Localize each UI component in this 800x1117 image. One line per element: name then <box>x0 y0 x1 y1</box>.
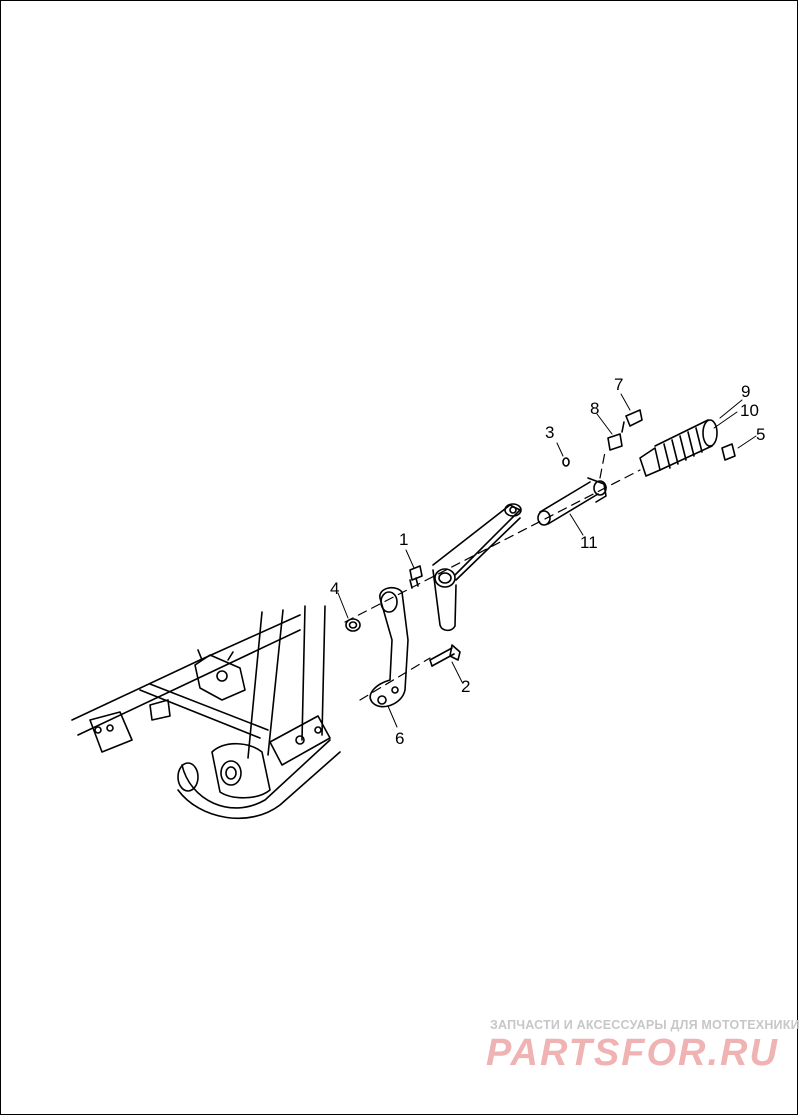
callout-9: 9 <box>741 382 750 401</box>
part-1-screw <box>409 565 423 589</box>
callout-5: 5 <box>756 425 765 444</box>
shift-lever <box>432 503 522 632</box>
part-4-washer <box>345 618 361 632</box>
callout-2: 2 <box>461 677 470 696</box>
callout-11: 11 <box>580 533 598 552</box>
part-2-bolt <box>429 644 461 667</box>
callout-1: 1 <box>399 530 408 549</box>
part-8-clip <box>607 433 623 451</box>
leader-lines <box>337 393 757 728</box>
part-9-10-footpeg <box>639 419 718 477</box>
part-7-pin <box>621 409 643 433</box>
callout-6: 6 <box>395 729 404 748</box>
assembly-centerlines <box>344 451 641 701</box>
callout-labels: 1 2 3 4 5 6 7 8 9 10 11 <box>330 375 765 748</box>
part-5-screw <box>721 443 736 461</box>
callout-7: 7 <box>614 375 623 394</box>
callout-8: 8 <box>590 399 599 418</box>
motorcycle-frame <box>71 605 341 820</box>
callout-10: 10 <box>740 401 759 420</box>
watermark-tagline: ЗАПЧАСТИ И АКСЕССУАРЫ ДЛЯ МОТОТЕХНИКИ <box>490 1018 800 1032</box>
part-11-peg-pin <box>537 477 607 526</box>
part-3-ring <box>562 457 570 467</box>
callout-4: 4 <box>330 579 339 598</box>
watermark-logo: PARTSFOR.RU <box>486 1032 779 1074</box>
callout-3: 3 <box>545 423 554 442</box>
part-6-bracket <box>369 586 409 708</box>
